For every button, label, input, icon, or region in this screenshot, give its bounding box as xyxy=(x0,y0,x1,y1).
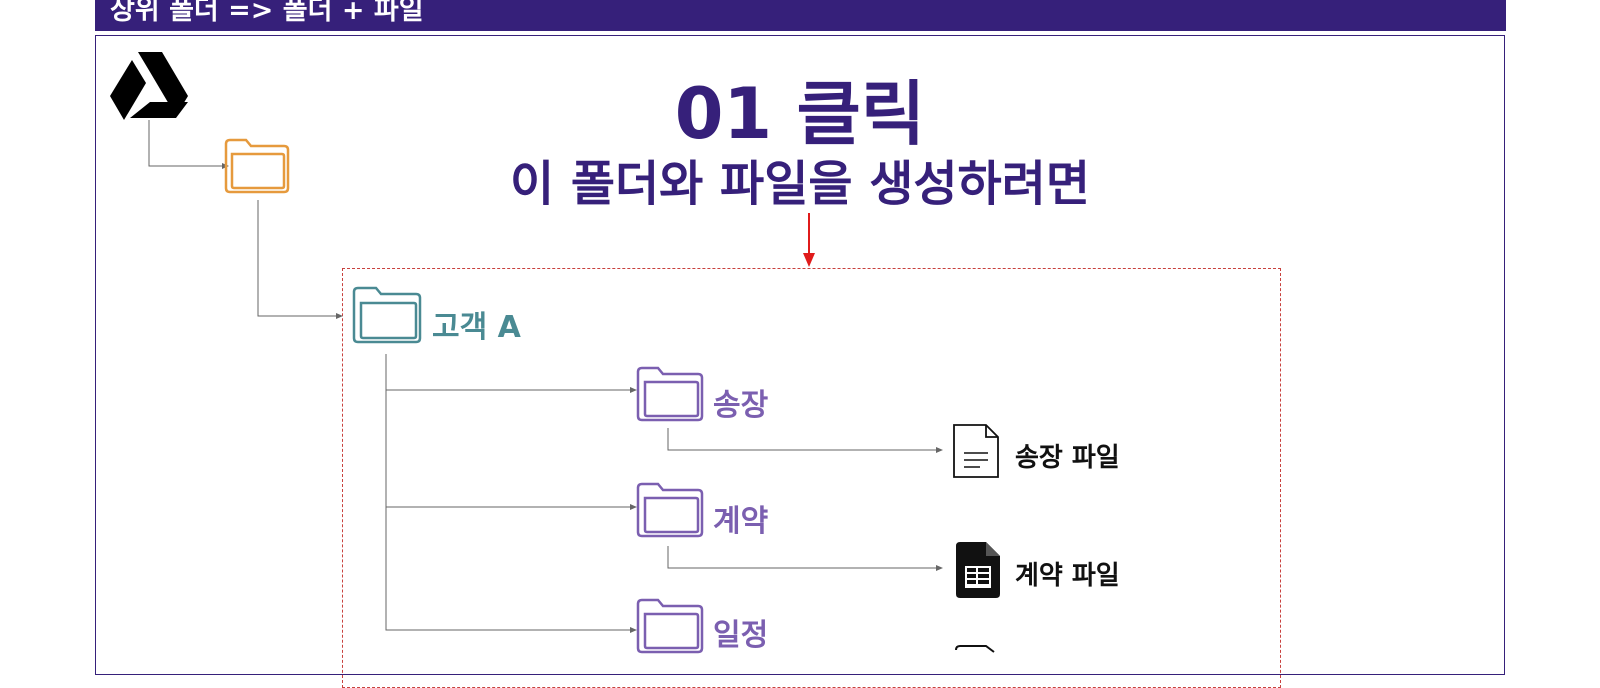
spreadsheet-file-icon[interactable] xyxy=(956,542,1000,598)
red-down-arrow xyxy=(803,213,815,267)
header-title: 상위 폴더 => 폴더 + 파일 xyxy=(110,0,424,26)
contract-folder-label: 계약 xyxy=(713,504,769,539)
customer-folder-label: 고객 A xyxy=(432,310,521,345)
main-title: 01 클릭 xyxy=(674,73,926,155)
document-outline-icon[interactable] xyxy=(952,423,1000,479)
schedule-folder-icon[interactable] xyxy=(636,598,706,656)
google-drive-icon xyxy=(110,52,188,120)
invoice-folder-label: 송장 xyxy=(713,388,769,423)
header-bar xyxy=(95,0,1506,31)
invoice-folder-icon[interactable] xyxy=(636,366,706,424)
invoice-file-label: 송장 파일 xyxy=(1015,443,1120,473)
contract-folder-icon[interactable] xyxy=(636,482,706,540)
sub-title: 이 폴더와 파일을 생성하려면 xyxy=(509,156,1091,212)
root-folder-icon[interactable] xyxy=(224,138,292,196)
schedule-file-icon[interactable] xyxy=(955,644,1000,654)
tree-connectors xyxy=(148,120,943,633)
schedule-folder-label: 일정 xyxy=(713,618,769,653)
customer-folder-icon[interactable] xyxy=(352,286,424,346)
contract-file-label: 계약 파일 xyxy=(1015,561,1120,591)
